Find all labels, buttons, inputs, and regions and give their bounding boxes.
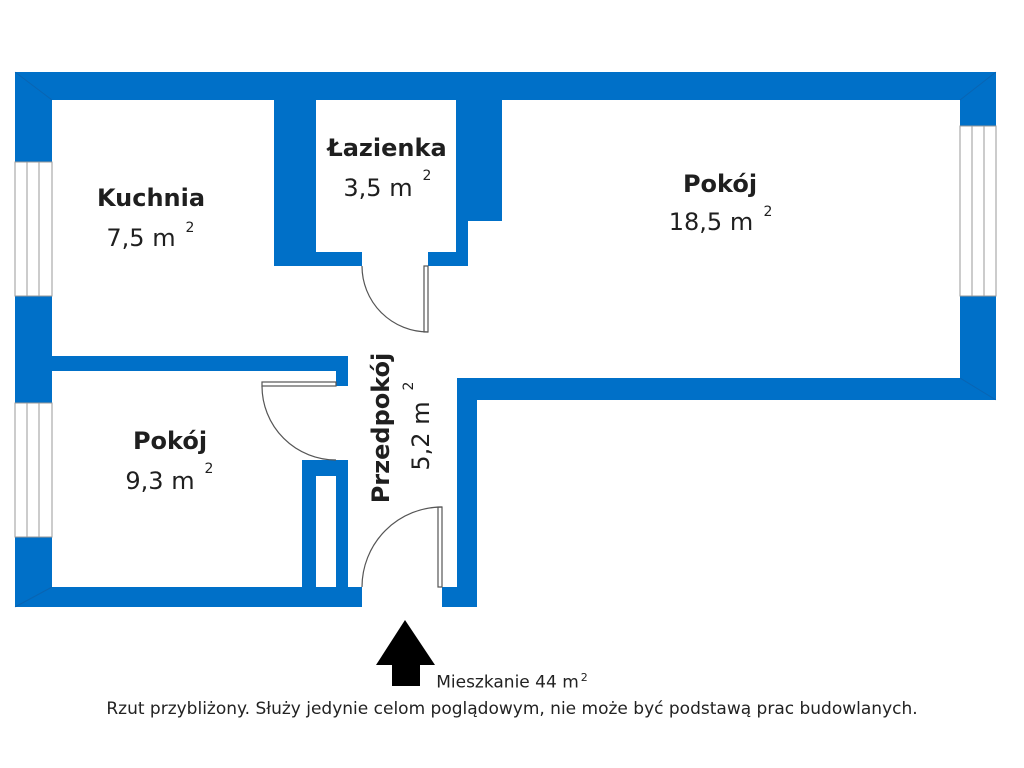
room-kitchen: Kuchnia 7,5 m 2 (97, 184, 205, 252)
room-bedroom: Pokój 9,3 m 2 (125, 427, 213, 495)
interior-walls (52, 100, 502, 587)
door-bedroom (261, 381, 337, 461)
windows (14, 125, 997, 538)
room-name: Kuchnia (97, 184, 205, 212)
door-swings (261, 265, 443, 588)
disclaimer: Rzut przybliżony. Służy jedynie celom po… (106, 699, 918, 719)
corner-bevels (14, 71, 997, 608)
outer-walls (15, 72, 996, 607)
total-area-exponent: 2 (580, 671, 588, 684)
room-area: 5,2 m (407, 401, 435, 470)
room-name: Pokój (133, 427, 207, 455)
room-name: Łazienka (325, 134, 446, 162)
room-name: Pokój (683, 170, 757, 198)
room-area: 7,5 m (106, 224, 175, 252)
room-area: 9,3 m (125, 467, 194, 495)
window-kitchen (14, 161, 53, 297)
area-unit-exponent: 2 (205, 461, 214, 477)
door-bathroom (361, 265, 429, 333)
total-area-text: Mieszkanie 44 m (436, 672, 579, 693)
room-area: 18,5 m (669, 208, 753, 236)
window-bedroom (14, 402, 53, 538)
entrance-arrow-icon (376, 620, 435, 686)
area-unit-exponent: 2 (401, 382, 417, 391)
room-area: 3,5 m (343, 174, 412, 202)
area-unit-exponent: 2 (423, 168, 432, 184)
room-living: Pokój 18,5 m 2 (669, 170, 773, 236)
door-gaps (336, 252, 442, 607)
room-name: Przedpokój (367, 353, 395, 504)
area-unit-exponent: 2 (186, 220, 195, 236)
window-living-room (959, 125, 997, 297)
door-entrance (361, 506, 443, 588)
area-unit-exponent: 2 (764, 204, 773, 220)
room-hallway: Przedpokój 5,2 m 2 (367, 353, 435, 504)
room-bathroom: Łazienka 3,5 m 2 (325, 134, 446, 202)
